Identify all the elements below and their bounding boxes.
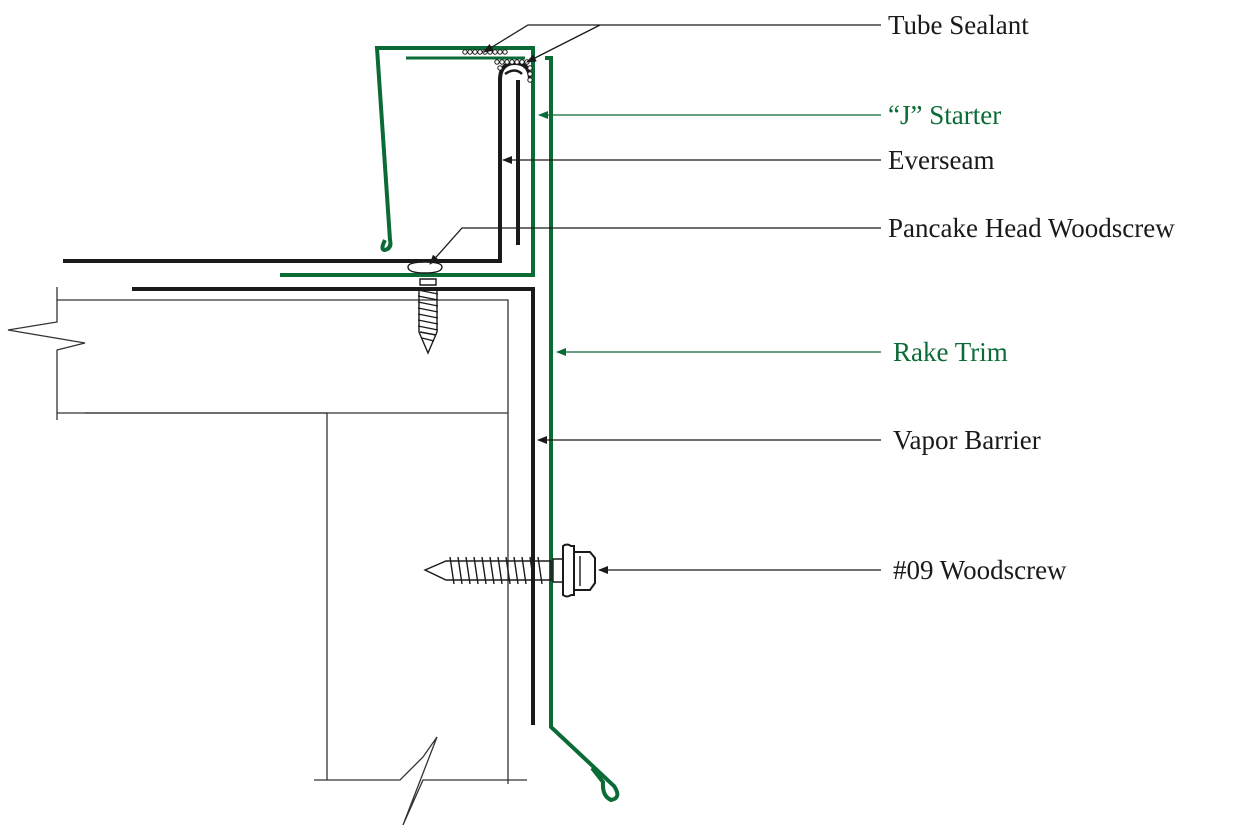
leader-lines [429, 24, 881, 574]
label-rake-trim: Rake Trim [893, 337, 1008, 367]
label-pancake-screw: Pancake Head Woodscrew [888, 213, 1175, 243]
label-everseam: Everseam [888, 145, 994, 175]
label-vapor-barrier: Vapor Barrier [893, 425, 1041, 455]
label-j-starter: “J” Starter [888, 100, 1001, 130]
leader-pancake-screw [429, 227, 881, 265]
labels: Tube Sealant “J” Starter Everseam Pancak… [888, 10, 1175, 585]
pancake-head-woodscrew [407, 261, 443, 355]
label-tube-sealant: Tube Sealant [888, 10, 1029, 40]
leader-tube-sealant [483, 24, 881, 53]
label-woodscrew-09: #09 Woodscrew [893, 555, 1067, 585]
j-starter [280, 46, 535, 277]
rake-trim [545, 56, 620, 803]
vapor-barrier [132, 287, 535, 725]
woodscrew-09 [423, 543, 596, 598]
leader-tube-sealant-2 [526, 24, 601, 63]
everseam-panel [63, 60, 532, 263]
wood-framing [7, 287, 527, 825]
